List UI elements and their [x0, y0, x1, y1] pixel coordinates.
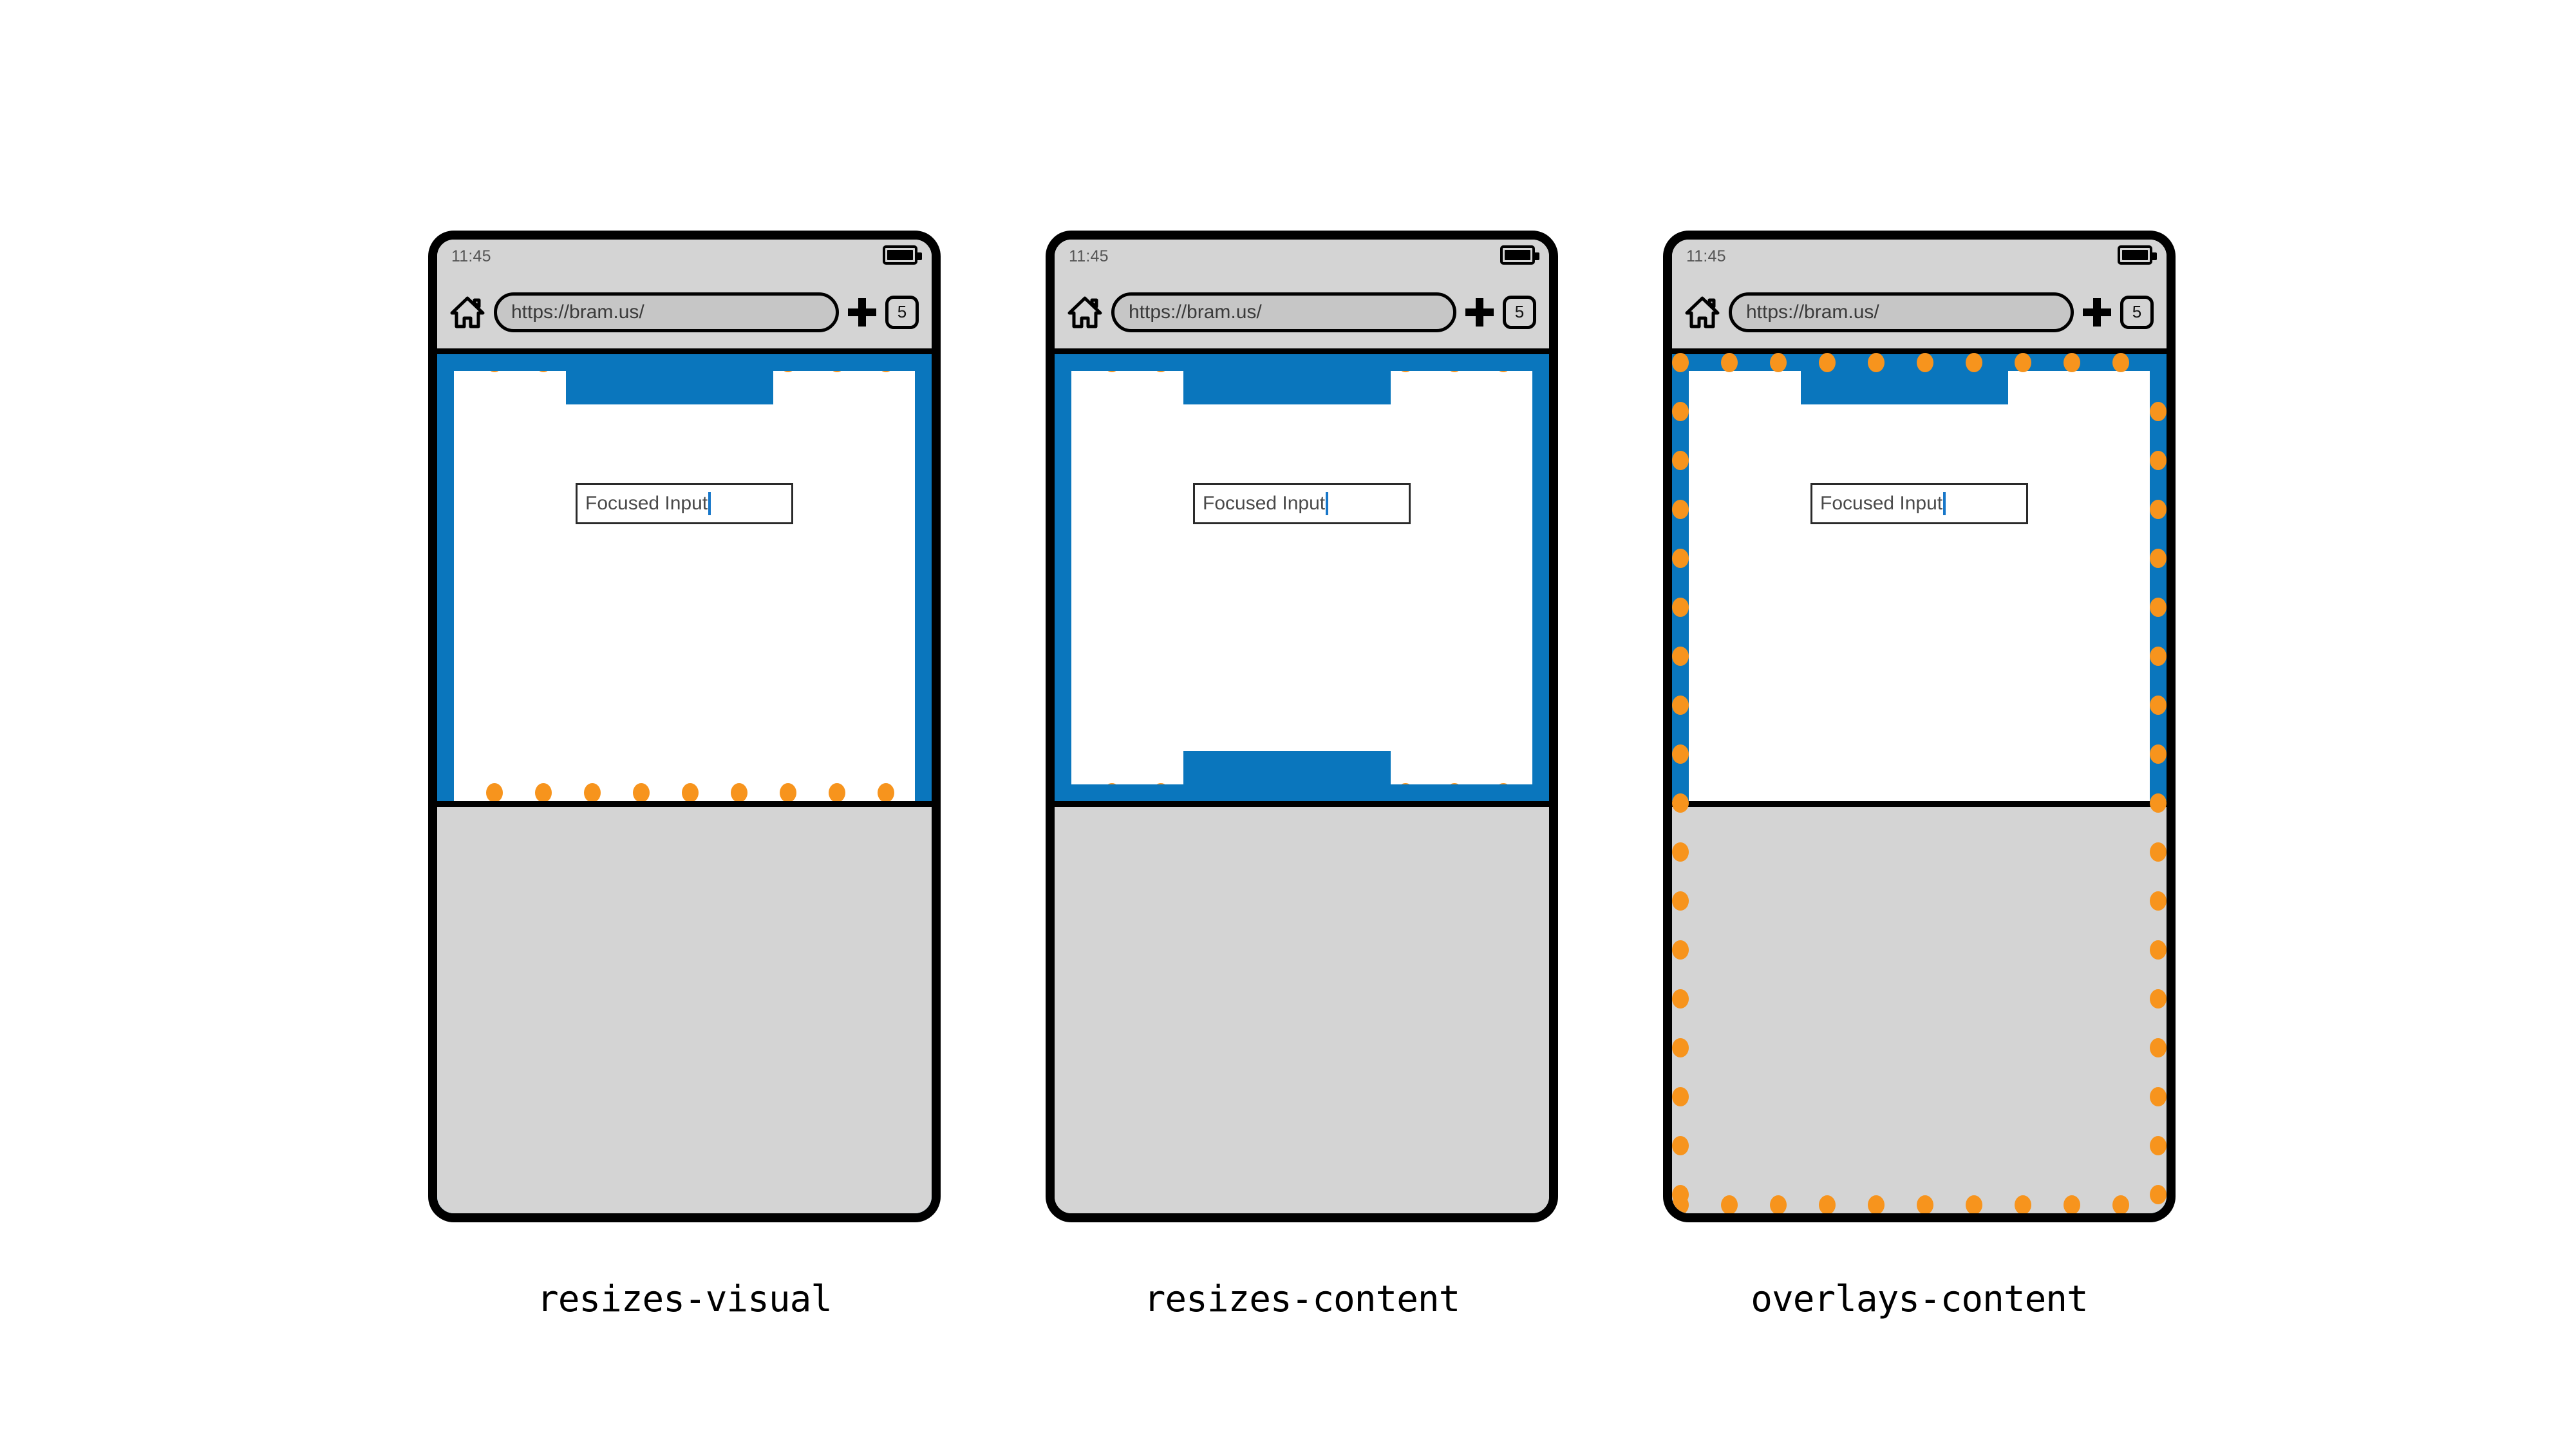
- tab-count-badge[interactable]: 5: [885, 295, 919, 329]
- battery-icon: [1500, 245, 1539, 265]
- status-bar: 11:45: [1672, 240, 2167, 276]
- caption-resizes-visual: resizes-visual: [536, 1278, 832, 1320]
- focused-input-value: Focused Input: [585, 493, 708, 514]
- browser-chrome: 11:45 https://bram.us/ 5: [1672, 240, 2167, 354]
- page-area: [1055, 354, 1549, 801]
- virtual-keyboard: [437, 801, 932, 1213]
- phone-screen: 11:45 https://bram.us/ 5: [1672, 240, 2167, 1213]
- status-bar: 11:45: [1055, 240, 1549, 276]
- caption-overlays-content: overlays-content: [1751, 1278, 2088, 1320]
- browser-chrome: 11:45 https://bram.us/ 5: [437, 240, 932, 354]
- virtual-keyboard: [1055, 801, 1549, 1213]
- url-text: https://bram.us/: [1129, 301, 1262, 323]
- url-bar[interactable]: https://bram.us/: [1111, 292, 1456, 332]
- focused-input[interactable]: Focused Input: [1193, 483, 1411, 524]
- phone-screen: 11:45 https://bram.us/ 5: [437, 240, 932, 1213]
- phone-screen: 11:45 https://bram.us/ 5: [1055, 240, 1549, 1213]
- phone-resizes-content: 11:45 https://bram.us/ 5: [1046, 231, 1558, 1222]
- browser-toolbar: https://bram.us/ 5: [1672, 276, 2167, 348]
- focused-input-value: Focused Input: [1203, 493, 1326, 514]
- plus-icon[interactable]: [1465, 298, 1494, 327]
- phone-resizes-visual: 11:45 https://bram.us/ 5: [428, 231, 941, 1222]
- browser-chrome: 11:45 https://bram.us/ 5: [1055, 240, 1549, 354]
- text-caret: [1326, 492, 1329, 515]
- status-bar: 11:45: [437, 240, 932, 276]
- tab-count-badge[interactable]: 5: [1503, 295, 1536, 329]
- battery-icon: [883, 245, 922, 265]
- plus-icon[interactable]: [2083, 298, 2111, 327]
- phone-overlays-content: 11:45 https://bram.us/ 5: [1663, 231, 2176, 1222]
- url-text: https://bram.us/: [511, 301, 644, 323]
- browser-toolbar: https://bram.us/ 5: [1055, 276, 1549, 348]
- home-icon[interactable]: [1067, 296, 1102, 328]
- text-caret: [1943, 492, 1946, 515]
- status-clock: 11:45: [1686, 247, 1726, 265]
- battery-icon: [2118, 245, 2157, 265]
- url-text: https://bram.us/: [1746, 301, 1879, 323]
- page-footer-block: [1183, 751, 1391, 801]
- browser-toolbar: https://bram.us/ 5: [437, 276, 932, 348]
- virtual-keyboard: [1672, 801, 2167, 1213]
- home-icon[interactable]: [1685, 296, 1720, 328]
- focused-input-value: Focused Input: [1820, 493, 1943, 514]
- page-header-block: [1800, 354, 2009, 404]
- home-icon[interactable]: [450, 296, 485, 328]
- layout-viewport-border: [1055, 354, 1549, 801]
- status-clock: 11:45: [1069, 247, 1109, 265]
- page-header-block: [1183, 354, 1391, 404]
- tab-count-badge[interactable]: 5: [2120, 295, 2154, 329]
- status-clock: 11:45: [451, 247, 491, 265]
- url-bar[interactable]: https://bram.us/: [494, 292, 839, 332]
- url-bar[interactable]: https://bram.us/: [1729, 292, 2074, 332]
- text-caret: [708, 492, 711, 515]
- layout-viewport-frame: [1055, 354, 1549, 801]
- caption-resizes-content: resizes-content: [1143, 1278, 1461, 1320]
- focused-input[interactable]: Focused Input: [576, 483, 793, 524]
- focused-input[interactable]: Focused Input: [1810, 483, 2028, 524]
- plus-icon[interactable]: [848, 298, 876, 327]
- page-header-block: [565, 354, 774, 404]
